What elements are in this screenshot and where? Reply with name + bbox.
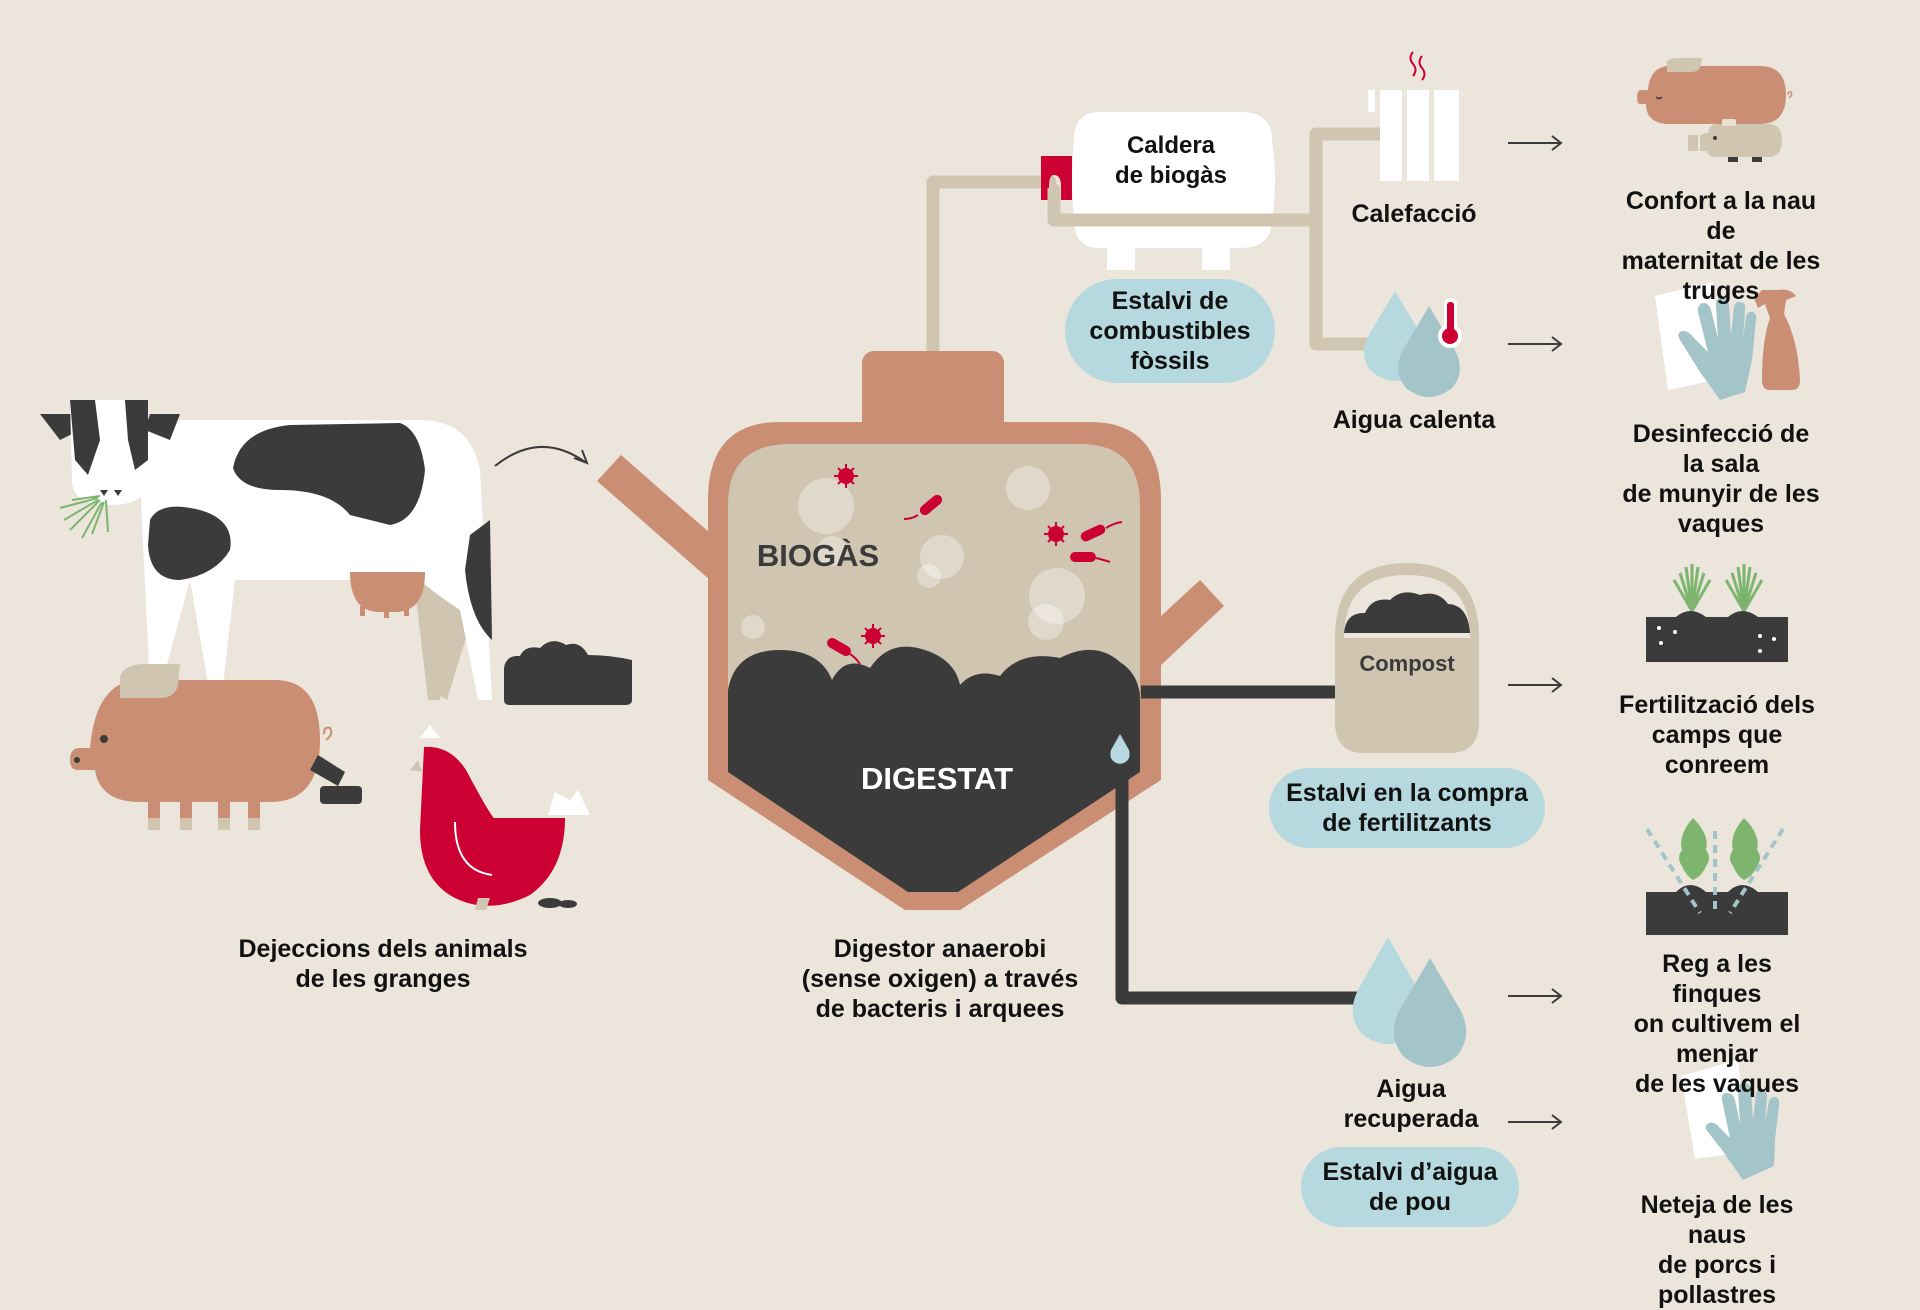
heating-use-label: Confort a la nau de maternitat de les tr… [1621, 187, 1821, 305]
boiler-icon [1041, 112, 1275, 270]
sources-label: Dejeccions dels animals de les granges [238, 935, 528, 993]
digester-inlet-spout [597, 455, 735, 580]
recovered-water-drops-icon [1352, 937, 1467, 1067]
pig-icon [70, 664, 362, 830]
arrow-compost [1508, 677, 1563, 693]
spray-bottle-icon [1754, 289, 1800, 390]
bacterium-icon [1080, 521, 1123, 542]
manure-icon [320, 786, 362, 804]
disinfection-icon [1655, 282, 1800, 400]
bacterium-icon [1070, 552, 1111, 563]
bacterium-icon [827, 638, 861, 665]
heating-label: Calefacció [1351, 200, 1477, 228]
hot-water-drops-icon [1364, 291, 1462, 397]
fertilizer-saving-badge: Estalvi en la compra de fertilitzants [1269, 768, 1545, 848]
archaea-icon [1044, 522, 1068, 546]
bacteria-icons [827, 464, 1123, 665]
digestate-fill [728, 646, 1140, 892]
boiler-label: Caldera de biogàs [1114, 132, 1228, 189]
digester-icon [597, 351, 1224, 910]
water-droplet-icon [1110, 734, 1130, 764]
fossil-fuel-saving-badge: Estalvi de combustibles fòssils [1065, 279, 1275, 383]
digestate-pipes [1115, 685, 1362, 1005]
arrow-hot-water [1508, 336, 1563, 352]
thermometer-icon [1438, 298, 1462, 348]
cow-icon [40, 400, 492, 700]
irrigated-field-icon [1645, 818, 1788, 935]
compost-use-label: Fertilització dels camps que conreem [1619, 691, 1815, 779]
hot-water-use-label: Desinfecció de la sala de munyir de les … [1622, 420, 1820, 538]
arrow-cleaning [1508, 1114, 1563, 1130]
cleaning-use-label: Neteja de les naus de porcs i pollastres [1640, 1191, 1794, 1309]
pipe-to-radiator [1309, 127, 1389, 227]
compost-bucket-icon [1335, 563, 1479, 753]
digester-caption: Digestor anaerobi (sense oxigen) a travé… [801, 935, 1079, 1023]
archaea-icon [861, 624, 885, 648]
biogas-label: BIOGÀS [756, 538, 880, 573]
irrigation-use-label: Reg a les finques on cultivem el menjar … [1633, 950, 1801, 1098]
arrow-sources-to-digester [494, 445, 589, 467]
digestate-label: DIGESTAT [860, 761, 1014, 796]
compost-bucket-label: Compost [1359, 651, 1455, 676]
pipe-to-hot-water [1309, 213, 1385, 351]
well-water-saving-badge: Estalvi d’aigua de pou [1301, 1147, 1519, 1227]
gas-bubbles [741, 466, 1085, 640]
bacterium-icon [903, 494, 943, 520]
cleaning-icon [1681, 1060, 1780, 1180]
manure-icon [538, 898, 562, 908]
sow-and-piglet-icon [1637, 58, 1793, 162]
glove-icon [1678, 298, 1757, 400]
radiator-icon [1368, 51, 1459, 181]
archaea-icon [834, 464, 858, 488]
manure-pile-icon [504, 641, 632, 705]
glove-icon [1705, 1083, 1780, 1180]
pipe-digester-to-boiler [926, 175, 1057, 359]
chicken-icon [410, 725, 590, 910]
arrow-irrigation [1508, 988, 1563, 1004]
recovered-water-label: Aigua recuperada [1343, 1075, 1479, 1133]
fertilized-field-icon [1646, 564, 1788, 662]
pipe-digester-to-water [1115, 772, 1362, 1005]
flow-arrows [494, 135, 1563, 1130]
hot-water-label: Aigua calenta [1332, 406, 1496, 434]
arrow-heating [1508, 135, 1563, 151]
